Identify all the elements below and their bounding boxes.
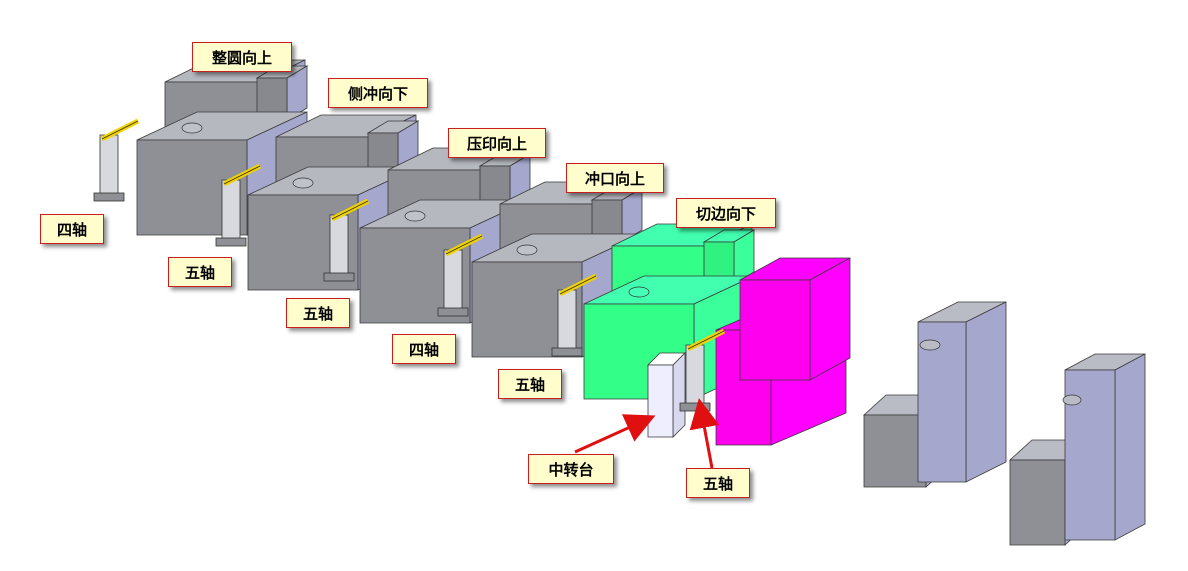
arrow-to-five-axis-robot — [689, 398, 720, 469]
robot-four-axis-1-base — [93, 192, 125, 202]
robot-five-axis-1-arm-edge — [223, 165, 261, 185]
robot-five-axis-3-arm-edge — [559, 275, 597, 295]
robot-four-axis-2-arm-edge — [445, 235, 483, 255]
robot-five-axis-4-arm-edge — [687, 330, 725, 350]
press-5-column-front — [917, 321, 967, 483]
press-magenta-upper-front — [739, 279, 811, 381]
press-3-bed-front — [359, 227, 471, 324]
robot-five-axis-2-column — [329, 214, 349, 276]
label-transfer-table: 中转台 — [528, 454, 614, 484]
press-5-base-front — [863, 414, 927, 488]
press-1-motor — [255, 65, 309, 121]
press-2-die — [292, 177, 314, 189]
robot-four-axis-2-base — [437, 307, 469, 317]
press-1-bed-front — [136, 139, 248, 236]
robot-five-axis-3-column — [557, 289, 577, 351]
robot-four-axis-2-column — [443, 249, 463, 311]
press-green-die — [628, 286, 650, 298]
label-five-axis-2: 五轴 — [286, 298, 350, 328]
press-6-die — [1062, 394, 1082, 406]
press-4-bed-front — [471, 261, 583, 358]
robot-five-axis-1-column — [221, 179, 241, 241]
press-3-die — [404, 210, 426, 222]
label-zhengyuan: 整圆向上 — [192, 42, 292, 72]
press-magenta-upper — [739, 257, 851, 381]
label-four-axis-2: 四轴 — [392, 334, 456, 364]
press-5-column-side — [965, 301, 1007, 483]
transfer-table-side — [672, 352, 686, 438]
press-4-die — [516, 244, 538, 256]
label-four-axis-1: 四轴 — [40, 214, 104, 244]
label-qiebian: 切边向下 — [676, 198, 776, 228]
label-chongkou: 冲口向上 — [566, 163, 664, 193]
label-cechong: 侧冲向下 — [328, 78, 428, 108]
label-yayin: 压印向上 — [448, 128, 546, 158]
label-five-axis-3: 五轴 — [498, 369, 562, 399]
press-magenta-upper-side — [809, 257, 851, 381]
press-green-motor — [702, 229, 756, 285]
press-1-die — [181, 122, 203, 134]
transfer-table — [647, 352, 686, 438]
robot-five-axis-2-arm-edge — [331, 200, 369, 220]
press-6-column-side — [1114, 353, 1146, 541]
label-five-axis-4: 五轴 — [686, 468, 750, 498]
robot-four-axis-1-column — [99, 134, 119, 196]
robot-four-axis-1-arm-edge — [101, 120, 139, 140]
robot-five-axis-4-base — [679, 402, 711, 412]
press-6-column — [1064, 353, 1146, 541]
press-6-column-front — [1064, 369, 1116, 541]
robot-five-axis-1-base — [215, 237, 247, 247]
robot-five-axis-2-base — [323, 272, 355, 282]
arrow-to-transfer-table — [574, 414, 656, 454]
press-5-die — [919, 339, 941, 351]
transfer-table-front — [647, 364, 674, 438]
label-five-axis-1: 五轴 — [168, 257, 232, 287]
press-5-column — [917, 301, 1007, 483]
robot-five-axis-4-column — [685, 344, 705, 406]
robot-five-axis-3-base — [551, 347, 583, 357]
press-6-base-front — [1009, 459, 1066, 546]
